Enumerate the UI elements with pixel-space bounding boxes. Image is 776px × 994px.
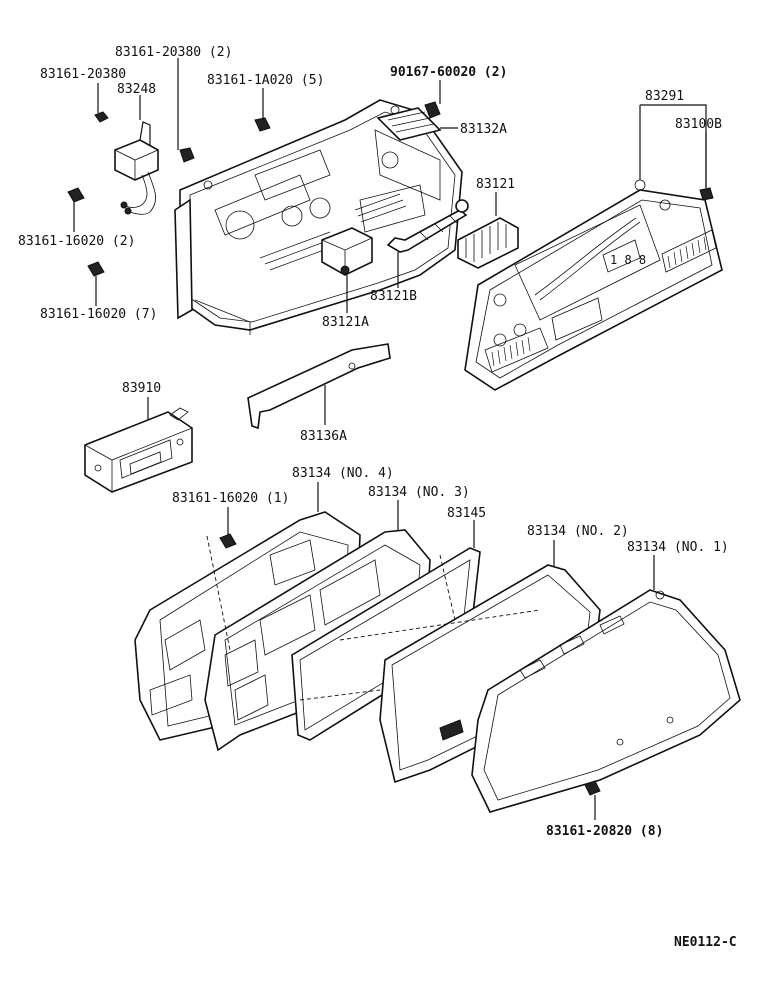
part-83121a-socket <box>321 227 373 313</box>
label-83161-20380-2: 83161-20380 (2) <box>115 45 232 60</box>
part-labels: 83161-20380 (2) 83161-20380 83248 83161-… <box>18 45 737 950</box>
label-83161-1a020-5: 83161-1A020 (5) <box>207 73 324 88</box>
label-90167-60020-2: 90167-60020 (2) <box>390 65 507 80</box>
doc-code: NE0112-C <box>674 935 737 950</box>
part-83121b-bulb <box>386 199 469 288</box>
label-83121b: 83121B <box>370 289 417 304</box>
label-83134-no4: 83134 (NO. 4) <box>292 466 394 481</box>
label-83161-20380: 83161-20380 <box>40 67 126 82</box>
label-83161-16020-1: 83161-16020 (1) <box>172 491 289 506</box>
part-83132a-plate <box>376 107 458 141</box>
screw-group-bottom <box>219 507 601 820</box>
label-83121a: 83121A <box>322 315 369 330</box>
part-83248-connector <box>114 95 159 215</box>
part-83136a-plate <box>247 343 391 430</box>
label-83248: 83248 <box>117 82 156 97</box>
label-83134-no1: 83134 (NO. 1) <box>627 540 729 555</box>
part-83910-unit <box>84 397 193 493</box>
part-83121-bulb-cluster <box>457 192 519 269</box>
label-83132a: 83132A <box>460 122 507 137</box>
combination-meter-83100b: 1 8 8 <box>464 104 723 391</box>
label-83136a: 83136A <box>300 429 347 444</box>
label-83291: 83291 <box>645 89 684 104</box>
label-83100b: 83100B <box>675 117 722 132</box>
label-83145: 83145 <box>447 506 486 521</box>
label-83161-20820-8: 83161-20820 (8) <box>546 824 663 839</box>
label-83134-no2: 83134 (NO. 2) <box>527 524 629 539</box>
label-83161-16020-2: 83161-16020 (2) <box>18 234 135 249</box>
label-83121: 83121 <box>476 177 515 192</box>
cluster-case-assembly <box>174 99 463 335</box>
label-83161-16020-7: 83161-16020 (7) <box>40 307 157 322</box>
label-83134-no3: 83134 (NO. 3) <box>368 485 470 500</box>
screw-group-top <box>67 58 441 306</box>
label-83910: 83910 <box>122 381 161 396</box>
assembly-phantom-lines <box>206 535 541 701</box>
panel-83134-no1 <box>471 555 741 813</box>
svg-text:1 8 8: 1 8 8 <box>610 253 646 267</box>
